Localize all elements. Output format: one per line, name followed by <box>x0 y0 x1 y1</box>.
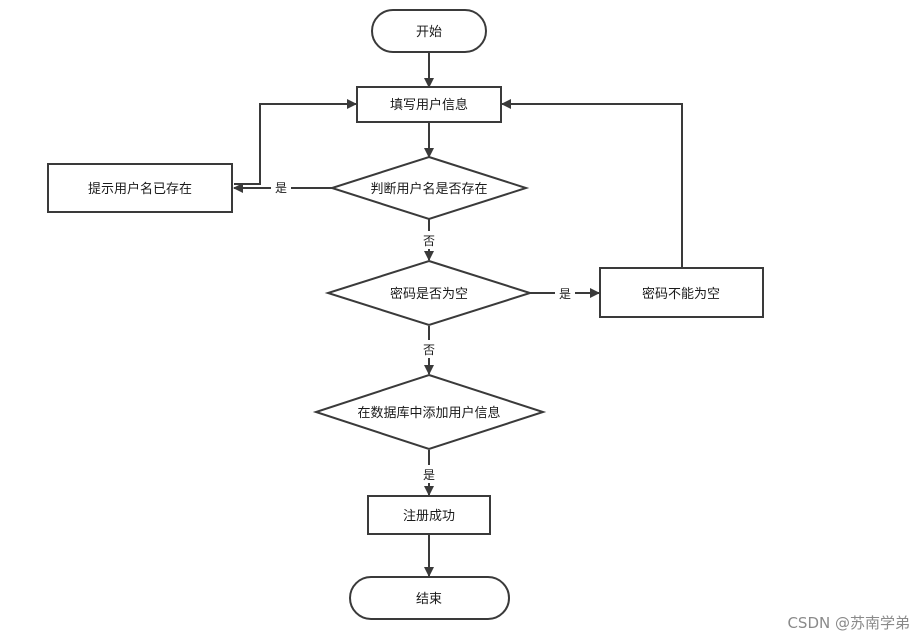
edge-label-yes-left: 是 <box>275 181 287 195</box>
edge-notempty-back-to-fill <box>501 99 683 268</box>
edge-exists-back-to-fill <box>234 99 357 185</box>
node-register-success-label: 注册成功 <box>403 509 455 524</box>
node-password-empty: 密码是否为空 <box>324 259 534 327</box>
node-password-not-empty: 密码不能为空 <box>599 267 764 318</box>
edge-label-yes-down: 是 <box>423 468 435 482</box>
node-add-to-db: 在数据库中添加用户信息 <box>312 373 547 451</box>
watermark: CSDN @苏南学弟 <box>787 614 910 632</box>
node-password-not-empty-label: 密码不能为空 <box>642 286 720 302</box>
node-add-to-db-label: 在数据库中添加用户信息 <box>357 405 500 421</box>
edge-label-yes-right: 是 <box>559 287 571 301</box>
node-fill-info: 填写用户信息 <box>356 86 502 123</box>
node-username-exists: 提示用户名已存在 <box>47 163 233 213</box>
node-end-label: 结束 <box>416 592 442 607</box>
node-end: 结束 <box>349 576 510 620</box>
edge-label-no-1: 否 <box>423 234 435 248</box>
node-start-label: 开始 <box>416 25 442 40</box>
node-check-username: 判断用户名是否存在 <box>328 155 530 221</box>
edge-labels: 是 否 是 否 是 <box>271 178 575 483</box>
node-register-success: 注册成功 <box>367 495 491 535</box>
node-password-empty-label: 密码是否为空 <box>390 286 468 302</box>
node-fill-info-label: 填写用户信息 <box>390 97 468 113</box>
edge-label-no-2: 否 <box>423 343 435 357</box>
node-check-username-label: 判断用户名是否存在 <box>370 181 487 197</box>
node-username-exists-label: 提示用户名已存在 <box>88 181 192 197</box>
node-start: 开始 <box>371 9 487 53</box>
